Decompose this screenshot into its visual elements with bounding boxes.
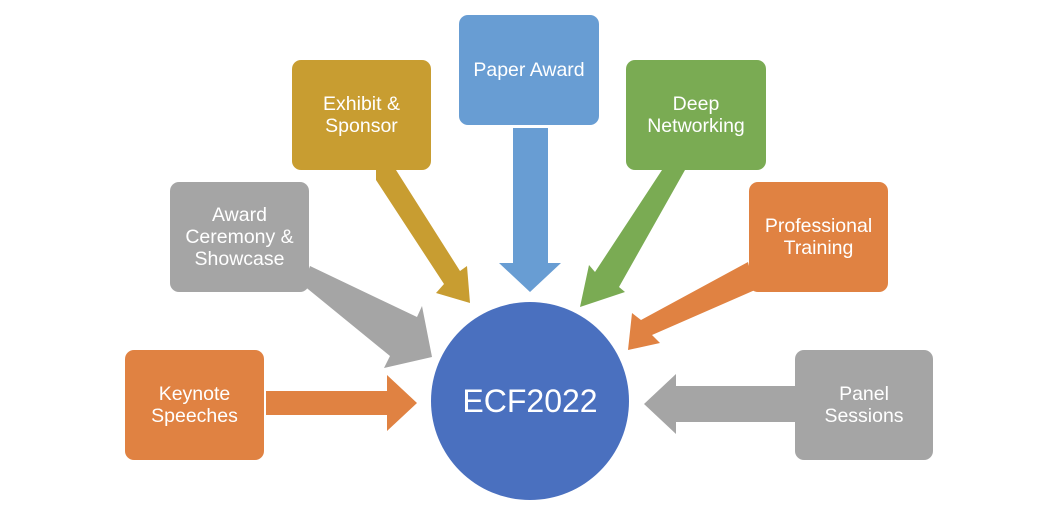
node-keynote-speeches: Keynote Speeches xyxy=(125,350,264,460)
hub-label: ECF2022 xyxy=(462,382,598,419)
node-label: Deep Networking xyxy=(647,93,745,137)
node-professional-training: Professional Training xyxy=(749,182,888,292)
node-label: Award Ceremony & Showcase xyxy=(185,204,294,270)
node-award-ceremony-showcase: Award Ceremony & Showcase xyxy=(170,182,309,292)
node-label: Keynote Speeches xyxy=(151,383,238,427)
node-panel-sessions: Panel Sessions xyxy=(795,350,933,460)
node-paper-award: Paper Award xyxy=(459,15,599,125)
node-deep-networking: Deep Networking xyxy=(626,60,766,170)
arrow-networking xyxy=(580,170,685,307)
arrow-keynote xyxy=(266,375,417,431)
node-label: Exhibit & Sponsor xyxy=(323,93,400,137)
arrow-training xyxy=(628,262,755,350)
node-label: Paper Award xyxy=(473,59,585,81)
arrow-award xyxy=(303,266,432,368)
arrow-paper xyxy=(499,128,561,292)
node-exhibit-sponsor: Exhibit & Sponsor xyxy=(292,60,431,170)
arrow-exhibit xyxy=(376,170,470,303)
node-label: Professional Training xyxy=(764,215,873,259)
arrow-panel xyxy=(644,374,795,434)
hub-circle: ECF2022 xyxy=(431,302,629,500)
node-label: Panel Sessions xyxy=(824,383,904,427)
